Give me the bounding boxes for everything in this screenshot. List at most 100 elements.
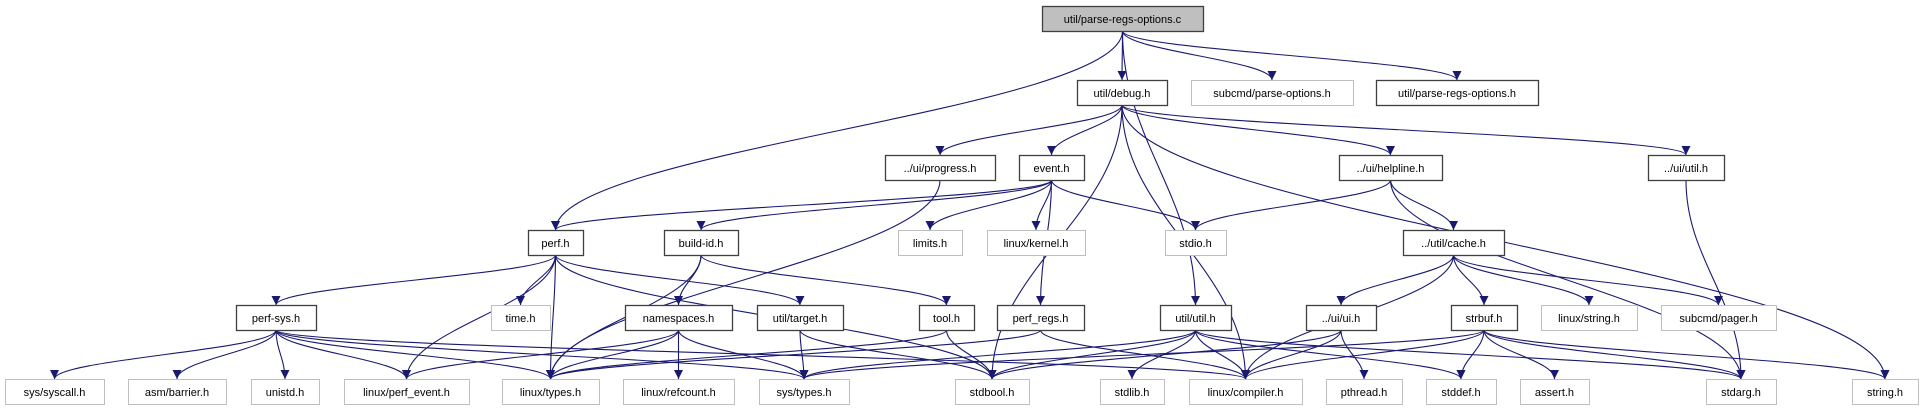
node-label: strbuf.h [1466,313,1503,325]
node-label: event.h [1033,163,1069,175]
node-label: namespaces.h [643,313,715,325]
node-stdbool: stdbool.h [955,379,1030,405]
node-label: asm/barrier.h [145,387,209,399]
edge-tool-to-ltypes [546,329,948,380]
node-label: unistd.h [266,387,305,399]
edge-perf-to-perfsys [271,254,557,306]
node-tool[interactable]: tool.h [918,304,976,332]
node-box [1326,379,1403,405]
node-pro_h[interactable]: util/parse-regs-options.h [1375,79,1540,107]
edge-strbuf-to-stddef [1456,329,1485,380]
node-box [1189,379,1303,405]
node-label: assert.h [1535,387,1574,399]
edge-utilutil-to-stdarg [1194,329,1746,380]
node-box [623,379,735,405]
edge-utilutil-to-stddef [1194,329,1466,380]
node-target[interactable]: util/target.h [756,304,845,332]
node-box [756,304,845,332]
edge-utilutil-to-stdbool [987,329,1197,380]
node-pthread: pthread.h [1326,379,1403,405]
node-string: string.h [1852,379,1919,405]
edge-strbuf-to-assert [1483,329,1559,380]
node-uiui[interactable]: ../ui/ui.h [1305,304,1378,332]
node-syscall: sys/syscall.h [5,379,105,405]
node-strbuf[interactable]: strbuf.h [1450,304,1519,332]
node-label: perf.h [541,238,569,250]
edge-debug-to-helpline [1121,104,1395,156]
node-box [1647,154,1726,182]
edge-helpline-to-stdarg [1389,179,1746,380]
node-progress[interactable]: ../ui/progress.h [884,154,997,182]
node-namespaces[interactable]: namespaces.h [624,304,734,332]
edge-perfsys-to-ltypes [275,329,555,380]
edge-perf-to-ltypes [546,254,557,380]
node-subcmd_po: subcmd/parse-options.h [1191,80,1354,106]
node-box [1706,379,1777,405]
node-label: util/parse-regs-options.h [1398,88,1516,100]
node-perfsys[interactable]: perf-sys.h [235,304,318,332]
edge-strbuf-to-stdarg [1483,329,1746,380]
edge-cache-to-strbuf [1452,254,1489,306]
node-label: ../util/cache.h [1421,238,1486,250]
node-helpline[interactable]: ../ui/helpline.h [1338,154,1444,182]
node-box [884,154,997,182]
node-box [491,305,551,331]
node-debug[interactable]: util/debug.h [1076,79,1169,107]
node-buildid[interactable]: build-id.h [663,229,740,257]
edge-root-to-subcmd_po [1121,30,1277,81]
edge-root-to-pro_h [1121,30,1462,81]
node-systypes: sys/types.h [759,379,850,405]
node-root[interactable]: util/parse-regs-options.c [1041,5,1205,33]
edge-utilutil-to-systypes [799,329,1197,380]
node-assert: assert.h [1520,379,1590,405]
node-event[interactable]: event.h [1018,154,1086,182]
edge-perfregs-to-ltypes [546,329,1042,380]
node-label: stddef.h [1441,387,1480,399]
edge-event-to-limits [925,179,1053,231]
edge-perfsys-to-syscall [50,329,277,380]
node-box [1305,304,1378,332]
node-label: linux/types.h [520,387,581,399]
edge-namespaces-to-perfevent [402,329,680,380]
edge-event-to-stdio [1050,179,1200,231]
node-box [1338,154,1444,182]
edge-event-to-buildid [696,179,1053,231]
node-box [1520,379,1590,405]
node-label: tool.h [933,313,960,325]
nodes-layer: util/parse-regs-options.c util/debug.h sub… [5,5,1919,405]
node-compiler: linux/compiler.h [1189,379,1303,405]
node-uiutil[interactable]: ../ui/util.h [1647,154,1726,182]
node-box [235,304,318,332]
node-label: ../ui/helpline.h [1357,163,1425,175]
node-box [128,379,227,405]
node-label: stdarg.h [1721,387,1761,399]
node-perf[interactable]: perf.h [527,229,585,257]
node-refcount: linux/refcount.h [623,379,735,405]
node-stdio: stdio.h [1165,230,1227,256]
node-utilutil[interactable]: util/util.h [1159,304,1233,332]
node-unistd: unistd.h [251,379,320,405]
node-stddef: stddef.h [1426,379,1497,405]
edge-cache-to-lstring [1452,254,1594,306]
node-box [1541,305,1638,331]
node-box [1852,379,1919,405]
edge-target-to-stdbool [799,329,997,380]
edge-event-to-perf [551,179,1053,231]
node-box [344,379,470,405]
edge-root-to-perf [551,30,1124,231]
node-label: stdlib.h [1115,387,1150,399]
node-time: time.h [491,305,551,331]
node-label: linux/refcount.h [641,387,716,399]
node-perfregs[interactable]: perf_regs.h [996,304,1086,332]
node-label: string.h [1867,387,1903,399]
node-label: build-id.h [679,238,724,250]
edge-perfsys-to-barrier [172,329,277,380]
node-box [663,229,740,257]
edge-helpline-to-cache [1389,179,1458,231]
node-label: ../ui/ui.h [1322,313,1361,325]
edge-perf-to-target [554,254,805,306]
node-label: linux/perf_event.h [363,387,450,399]
node-cache[interactable]: ../util/cache.h [1402,229,1506,257]
node-box [1450,304,1519,332]
